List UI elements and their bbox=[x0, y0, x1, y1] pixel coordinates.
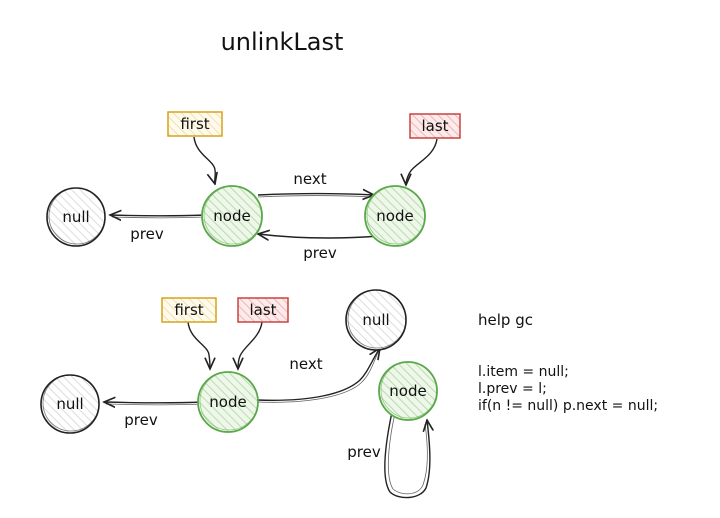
last-pointer-before bbox=[409, 113, 461, 139]
help-gc-heading: help gc bbox=[478, 311, 533, 329]
node-a-before-sketch bbox=[203, 185, 263, 245]
first-pointer-after-label: first bbox=[174, 301, 203, 319]
edge-after-next-sketch bbox=[256, 351, 379, 403]
edge-before-last-pointer bbox=[406, 138, 438, 185]
help-gc-line-3: if(n != null) p.next = null; bbox=[478, 398, 658, 414]
node-b-before-sketch bbox=[366, 185, 426, 245]
first-pointer-before-label: first bbox=[180, 115, 209, 133]
prev-label-before-b: prev bbox=[303, 244, 337, 262]
node-a-before-label: node bbox=[213, 207, 250, 225]
first-pointer-before bbox=[167, 111, 223, 137]
next-label-before: next bbox=[293, 170, 326, 188]
last-pointer-after bbox=[237, 297, 289, 323]
help-gc-line-2: l.prev = l; bbox=[478, 381, 547, 397]
edge-after-prev-self bbox=[384, 411, 430, 499]
node-removed-after-label: node bbox=[389, 382, 426, 400]
prev-label-before-a: prev bbox=[130, 225, 164, 243]
node-removed-after-sketch bbox=[380, 361, 438, 419]
node-main-after-sketch bbox=[199, 371, 259, 431]
last-pointer-after-label: last bbox=[249, 301, 276, 319]
null-node-after-left-label: null bbox=[56, 395, 83, 413]
edge-before-prev-a bbox=[110, 215, 207, 216]
edge-before-first-pointer bbox=[193, 136, 215, 184]
null-node-before-label: null bbox=[62, 208, 89, 226]
node-main-after-label: node bbox=[209, 393, 246, 411]
before-state: null node node first last next prev prev bbox=[46, 111, 461, 262]
help-gc-line-1: l.item = null; bbox=[478, 364, 569, 380]
help-gc-panel: help gc l.item = null; l.prev = l; if(n … bbox=[478, 311, 658, 414]
null-node-after-right-sketch bbox=[347, 289, 407, 349]
after-state: null node null node first last next prev… bbox=[40, 289, 438, 499]
edge-after-first-pointer bbox=[187, 321, 210, 369]
edge-after-next bbox=[256, 348, 380, 402]
first-pointer-after bbox=[161, 297, 217, 323]
edge-after-prev-left bbox=[104, 402, 205, 403]
null-node-after-left-sketch bbox=[42, 374, 100, 432]
last-pointer-before-label: last bbox=[421, 117, 448, 135]
null-node-before-sketch bbox=[48, 187, 106, 245]
node-b-before-label: node bbox=[376, 207, 413, 225]
diagram-title: unlinkLast bbox=[221, 28, 344, 56]
edge-after-last-pointer bbox=[238, 321, 263, 369]
edge-before-prev-b bbox=[258, 234, 381, 238]
next-label-after: next bbox=[289, 355, 322, 373]
null-node-after-right-label: null bbox=[362, 311, 389, 329]
edge-before-next-sketch bbox=[257, 195, 373, 198]
edge-before-prev-a-sketch bbox=[111, 216, 207, 219]
edge-after-prev-left-sketch bbox=[105, 403, 205, 406]
prev-label-after-left: prev bbox=[124, 411, 158, 429]
edge-after-prev-self-sketch bbox=[387, 412, 428, 495]
prev-label-after-self: prev bbox=[347, 443, 381, 461]
edge-before-next bbox=[257, 194, 374, 196]
